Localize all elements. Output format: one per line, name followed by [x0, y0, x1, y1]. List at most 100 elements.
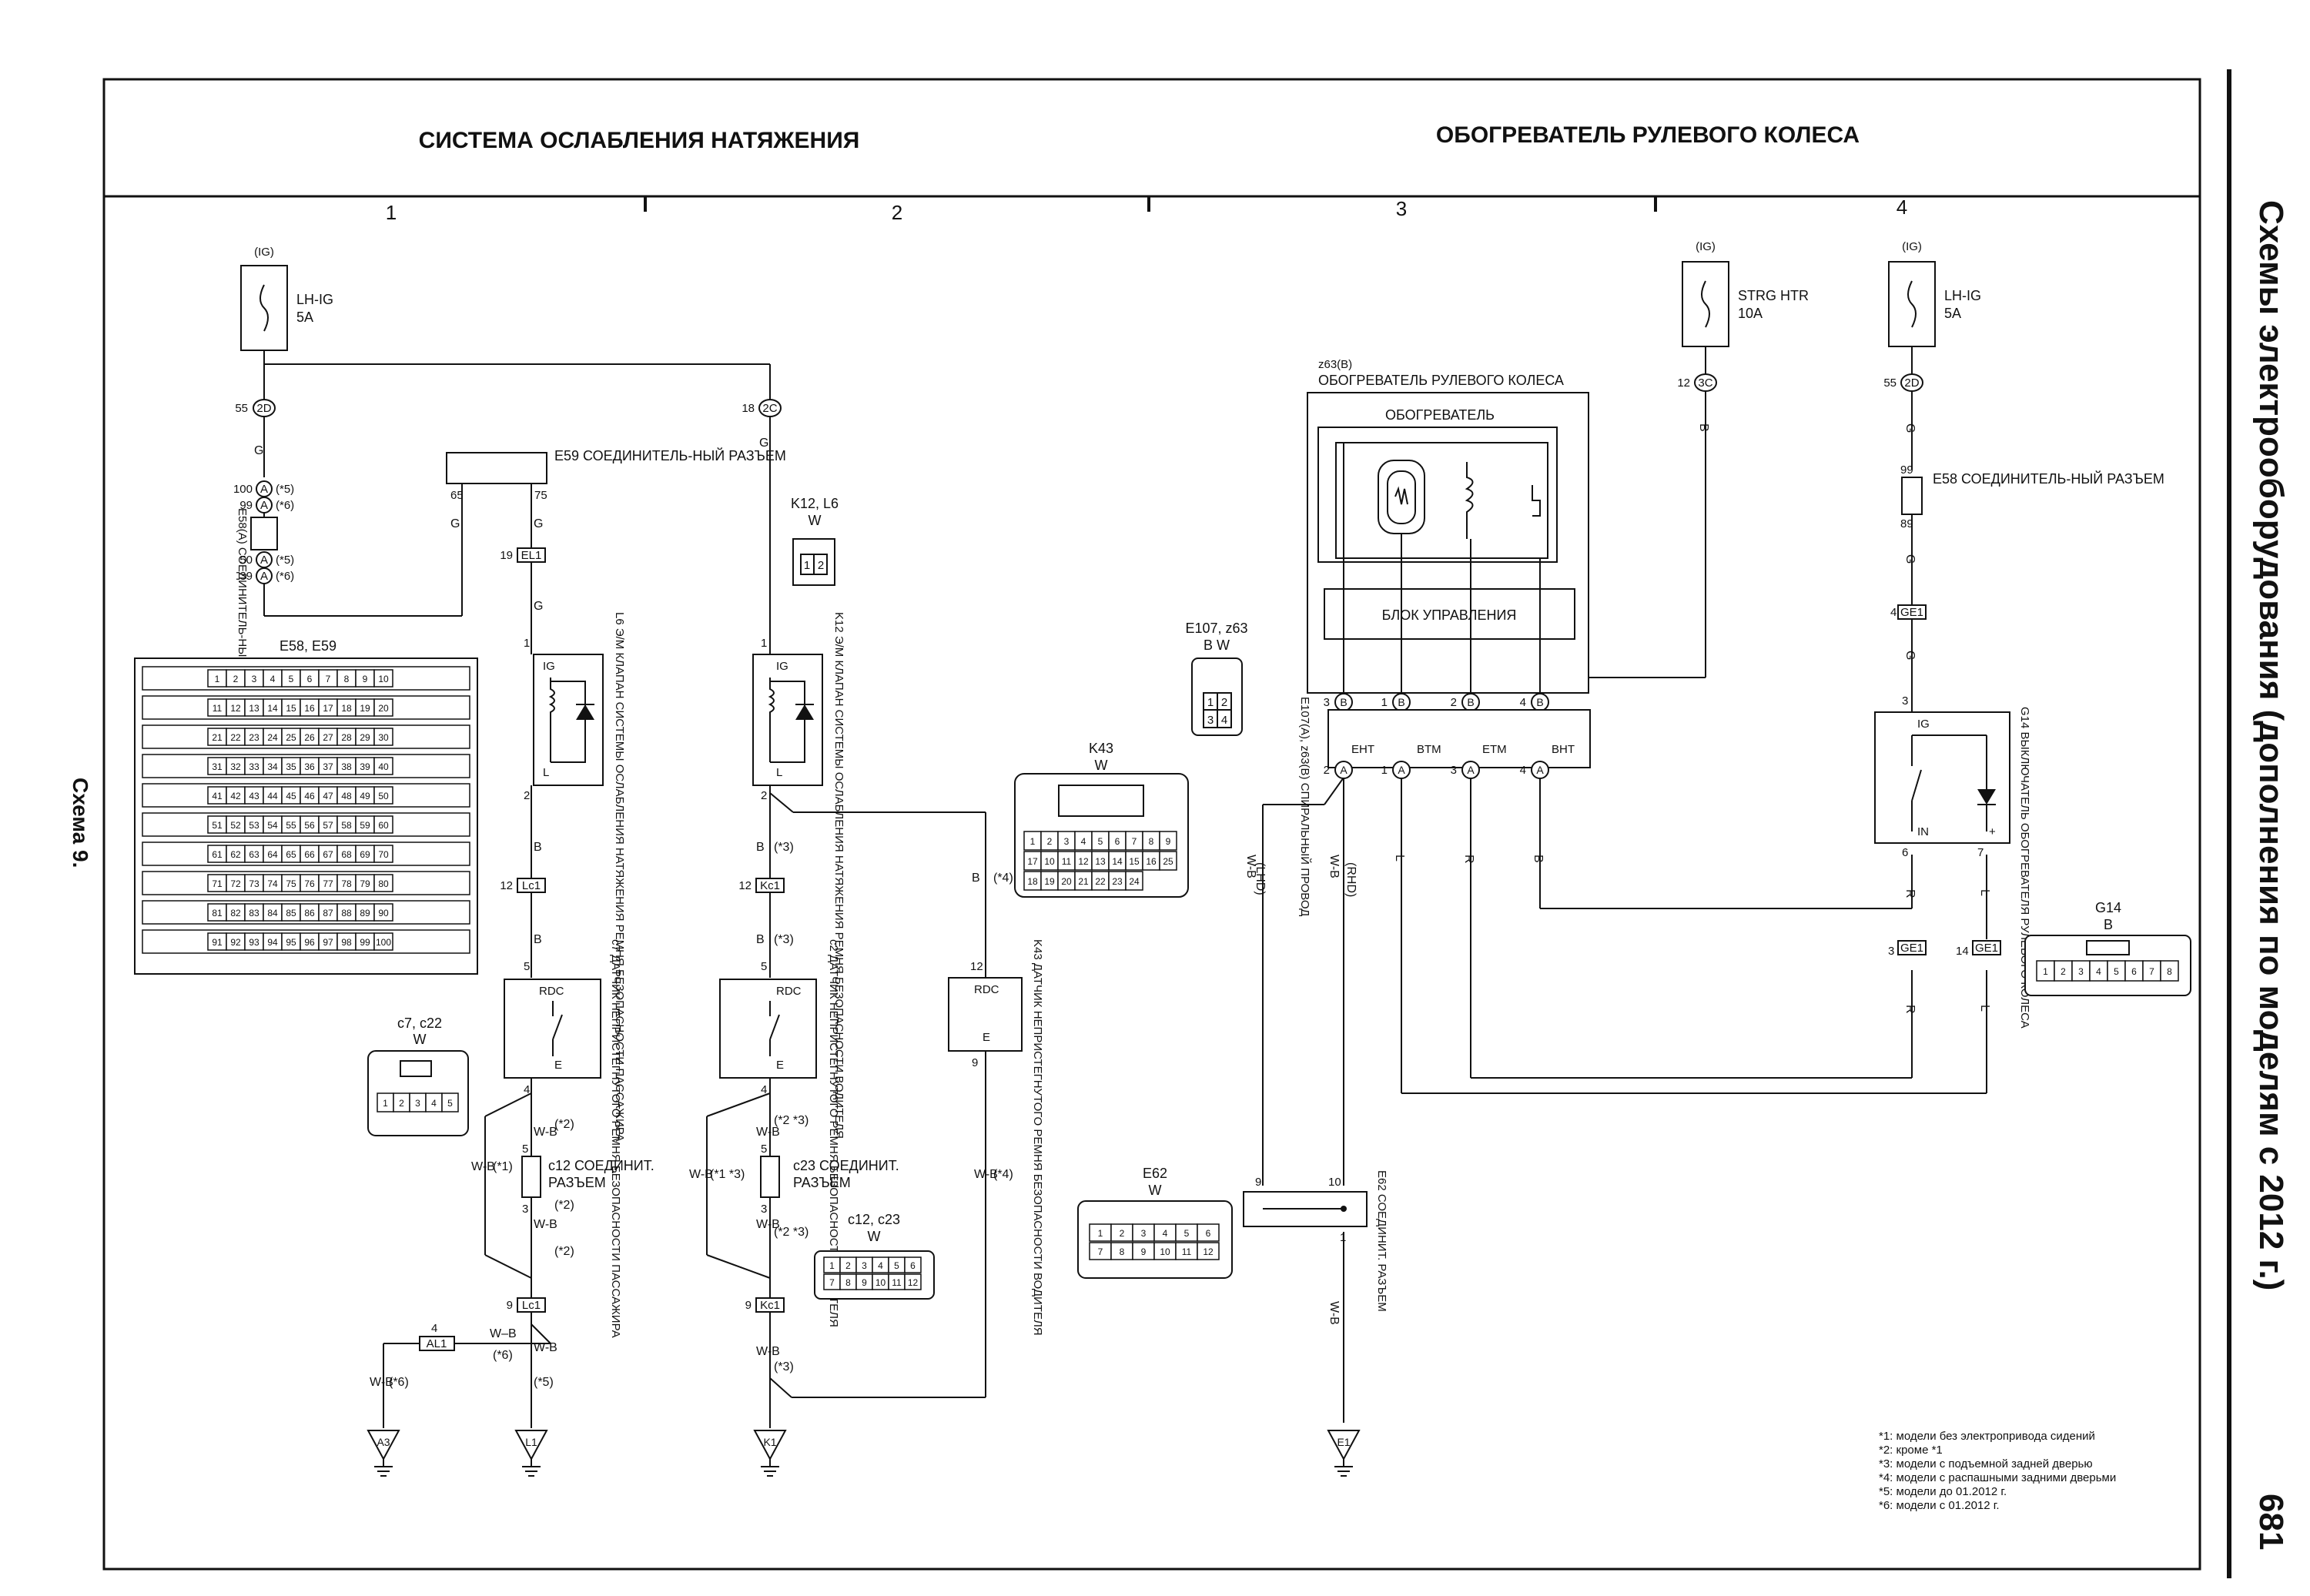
page-number: 681: [2252, 1494, 2290, 1550]
c12-label-2: РАЗЪЕМ: [548, 1175, 606, 1190]
pin-number: 4: [1520, 764, 1526, 777]
pin-number: 1: [2043, 966, 2048, 977]
c12-c23-color: W: [868, 1229, 881, 1244]
pin-99: 99: [1900, 463, 1913, 477]
note-3: (*3): [774, 1360, 794, 1373]
sensor-k43: 12 RDC E 9 K43 ДАТЧИК НЕПРИСТЕГНУТОГО РЕ…: [948, 939, 1044, 1336]
pin-number: 5: [289, 674, 294, 684]
pin-3: 3: [522, 1203, 528, 1216]
pin-9: 9: [745, 1299, 752, 1312]
ge1-label: GE1: [1900, 942, 1923, 955]
pin-number: 6: [1115, 836, 1120, 847]
pin-number: 2: [1120, 1228, 1125, 1239]
inline-connectors-right: 99 89 E58 СОЕДИНИТЕЛЬ-НЫЙ РАЗЪЕМ 4 GE1 3…: [1888, 463, 2164, 958]
pin-number: 3: [2078, 966, 2084, 977]
pin-number: 9: [1141, 1246, 1147, 1257]
pin-number: 15: [1129, 856, 1140, 867]
k43-label: K43 ДАТЧИК НЕПРИСТЕГНУТОГО РЕМНЯ БЕЗОПАС…: [1031, 939, 1044, 1336]
ig-label: (IG): [1696, 240, 1716, 253]
pin-rdc: RDC: [539, 985, 564, 998]
pin-number: 2: [1324, 764, 1330, 777]
ig-label: (IG): [1902, 240, 1922, 253]
fuse-name: STRG HTR: [1738, 288, 1809, 303]
pin-row: [142, 900, 470, 925]
pin-number: 11: [1062, 856, 1072, 867]
pin-number: 44: [267, 791, 278, 801]
pin-number: 25: [286, 732, 296, 743]
pin-number: 80: [378, 878, 389, 889]
heading-seatbelt-system: СИСТЕМА ОСЛАБЛЕНИЯ НАТЯЖЕНИЯ: [419, 128, 860, 153]
pin-number: 1: [1381, 764, 1388, 777]
k12-label: K12 Э/М КЛАПАН СИСТЕМЫ ОСЛАБЛЕНИЯ НАТЯЖЕ…: [832, 612, 845, 1139]
pin-number: 24: [1129, 876, 1140, 887]
c7-label: c7 ДАТЧИК НЕПРИСТЕГНУТОГО РЕМНЯ БЕЗОПАСН…: [609, 939, 622, 1338]
pin-number: 64: [267, 849, 278, 860]
connector-e62: 9 10 1 E62 СОЕДИНИТ. РАЗЪЕМ: [1243, 1170, 1388, 1312]
rhd: (RHD): [1344, 862, 1358, 897]
b-mark: B: [1398, 696, 1404, 708]
footnote-4: *4: модели с распашными задними дверьми: [1879, 1471, 2116, 1484]
pin-number: 87: [323, 908, 333, 918]
pin-number: 68: [341, 849, 352, 860]
pin-number: 11: [892, 1277, 902, 1288]
pin-number: 72: [230, 878, 241, 889]
a-mark: A: [260, 483, 268, 496]
pin-plus: +: [1989, 825, 1996, 838]
conn-3c: 3C: [1698, 376, 1712, 390]
wire-g: G: [534, 517, 543, 530]
c7-c22-label: c7, c22: [397, 1015, 442, 1031]
g14-color: B: [2104, 917, 2113, 932]
pin-number: 84: [267, 908, 278, 918]
e58a-pin-100: 100: [233, 483, 253, 496]
pin-e: E: [554, 1059, 562, 1072]
wire-wb: W-B: [534, 1126, 557, 1139]
pin-55: 55: [235, 402, 248, 415]
pin-a: [1392, 761, 1411, 779]
pin-4: 4: [524, 1083, 530, 1096]
connector-k12-l6: K12, L6 W 1 2: [791, 496, 839, 586]
pin-number: 31: [212, 761, 223, 772]
pin-9: 9: [972, 1056, 978, 1069]
footnote-3: *3: модели с подъемной задней дверью: [1879, 1457, 2093, 1471]
pin-rdc: RDC: [776, 985, 802, 998]
c12-c23-label: c12, c23: [848, 1212, 900, 1227]
wire-wb: W-B: [1327, 1301, 1341, 1325]
wire-wb: W-B: [534, 1218, 557, 1231]
pin-row: [142, 841, 470, 866]
pin-number: 57: [323, 820, 333, 831]
footnote-5: *5: модели до 01.2012 г.: [1879, 1485, 2007, 1498]
control-unit: БЛОК УПРАВЛЕНИЯ: [1382, 607, 1517, 623]
wire-l: L: [1978, 889, 1991, 896]
svg-text:2: 2: [818, 559, 824, 572]
pin-2: 2: [761, 789, 767, 802]
wire-wb: W-B: [471, 1160, 495, 1173]
pin-number: 96: [304, 937, 315, 948]
pin-number: 19: [360, 703, 370, 714]
e58a-pin-39: 39: [239, 570, 253, 583]
pin-number: 93: [249, 937, 259, 948]
pin-number: 39: [360, 761, 370, 772]
pin-number: 60: [378, 820, 389, 831]
e107-z63-colors: B W: [1204, 637, 1230, 653]
pin-cell: [1125, 871, 1143, 891]
ground-label: E1: [1337, 1436, 1350, 1448]
pin-number: 14: [1112, 856, 1123, 867]
pin-number: 30: [378, 732, 389, 743]
pin-number: 98: [341, 937, 352, 948]
pin-number: 2: [2061, 966, 2066, 977]
note-2: (*2): [554, 1245, 574, 1258]
pin-number: 43: [249, 791, 259, 801]
note-2: (*2): [554, 1199, 574, 1212]
a-mark: A: [1398, 764, 1405, 776]
pin-number: 16: [1146, 856, 1157, 867]
kc1-label: Kc1: [760, 879, 780, 892]
b-mark: B: [1536, 696, 1543, 708]
pin-row: [142, 724, 470, 749]
ig-label: (IG): [254, 246, 274, 259]
fuse-name: LH-IG: [296, 292, 333, 307]
k12-l6-color: W: [808, 513, 822, 528]
